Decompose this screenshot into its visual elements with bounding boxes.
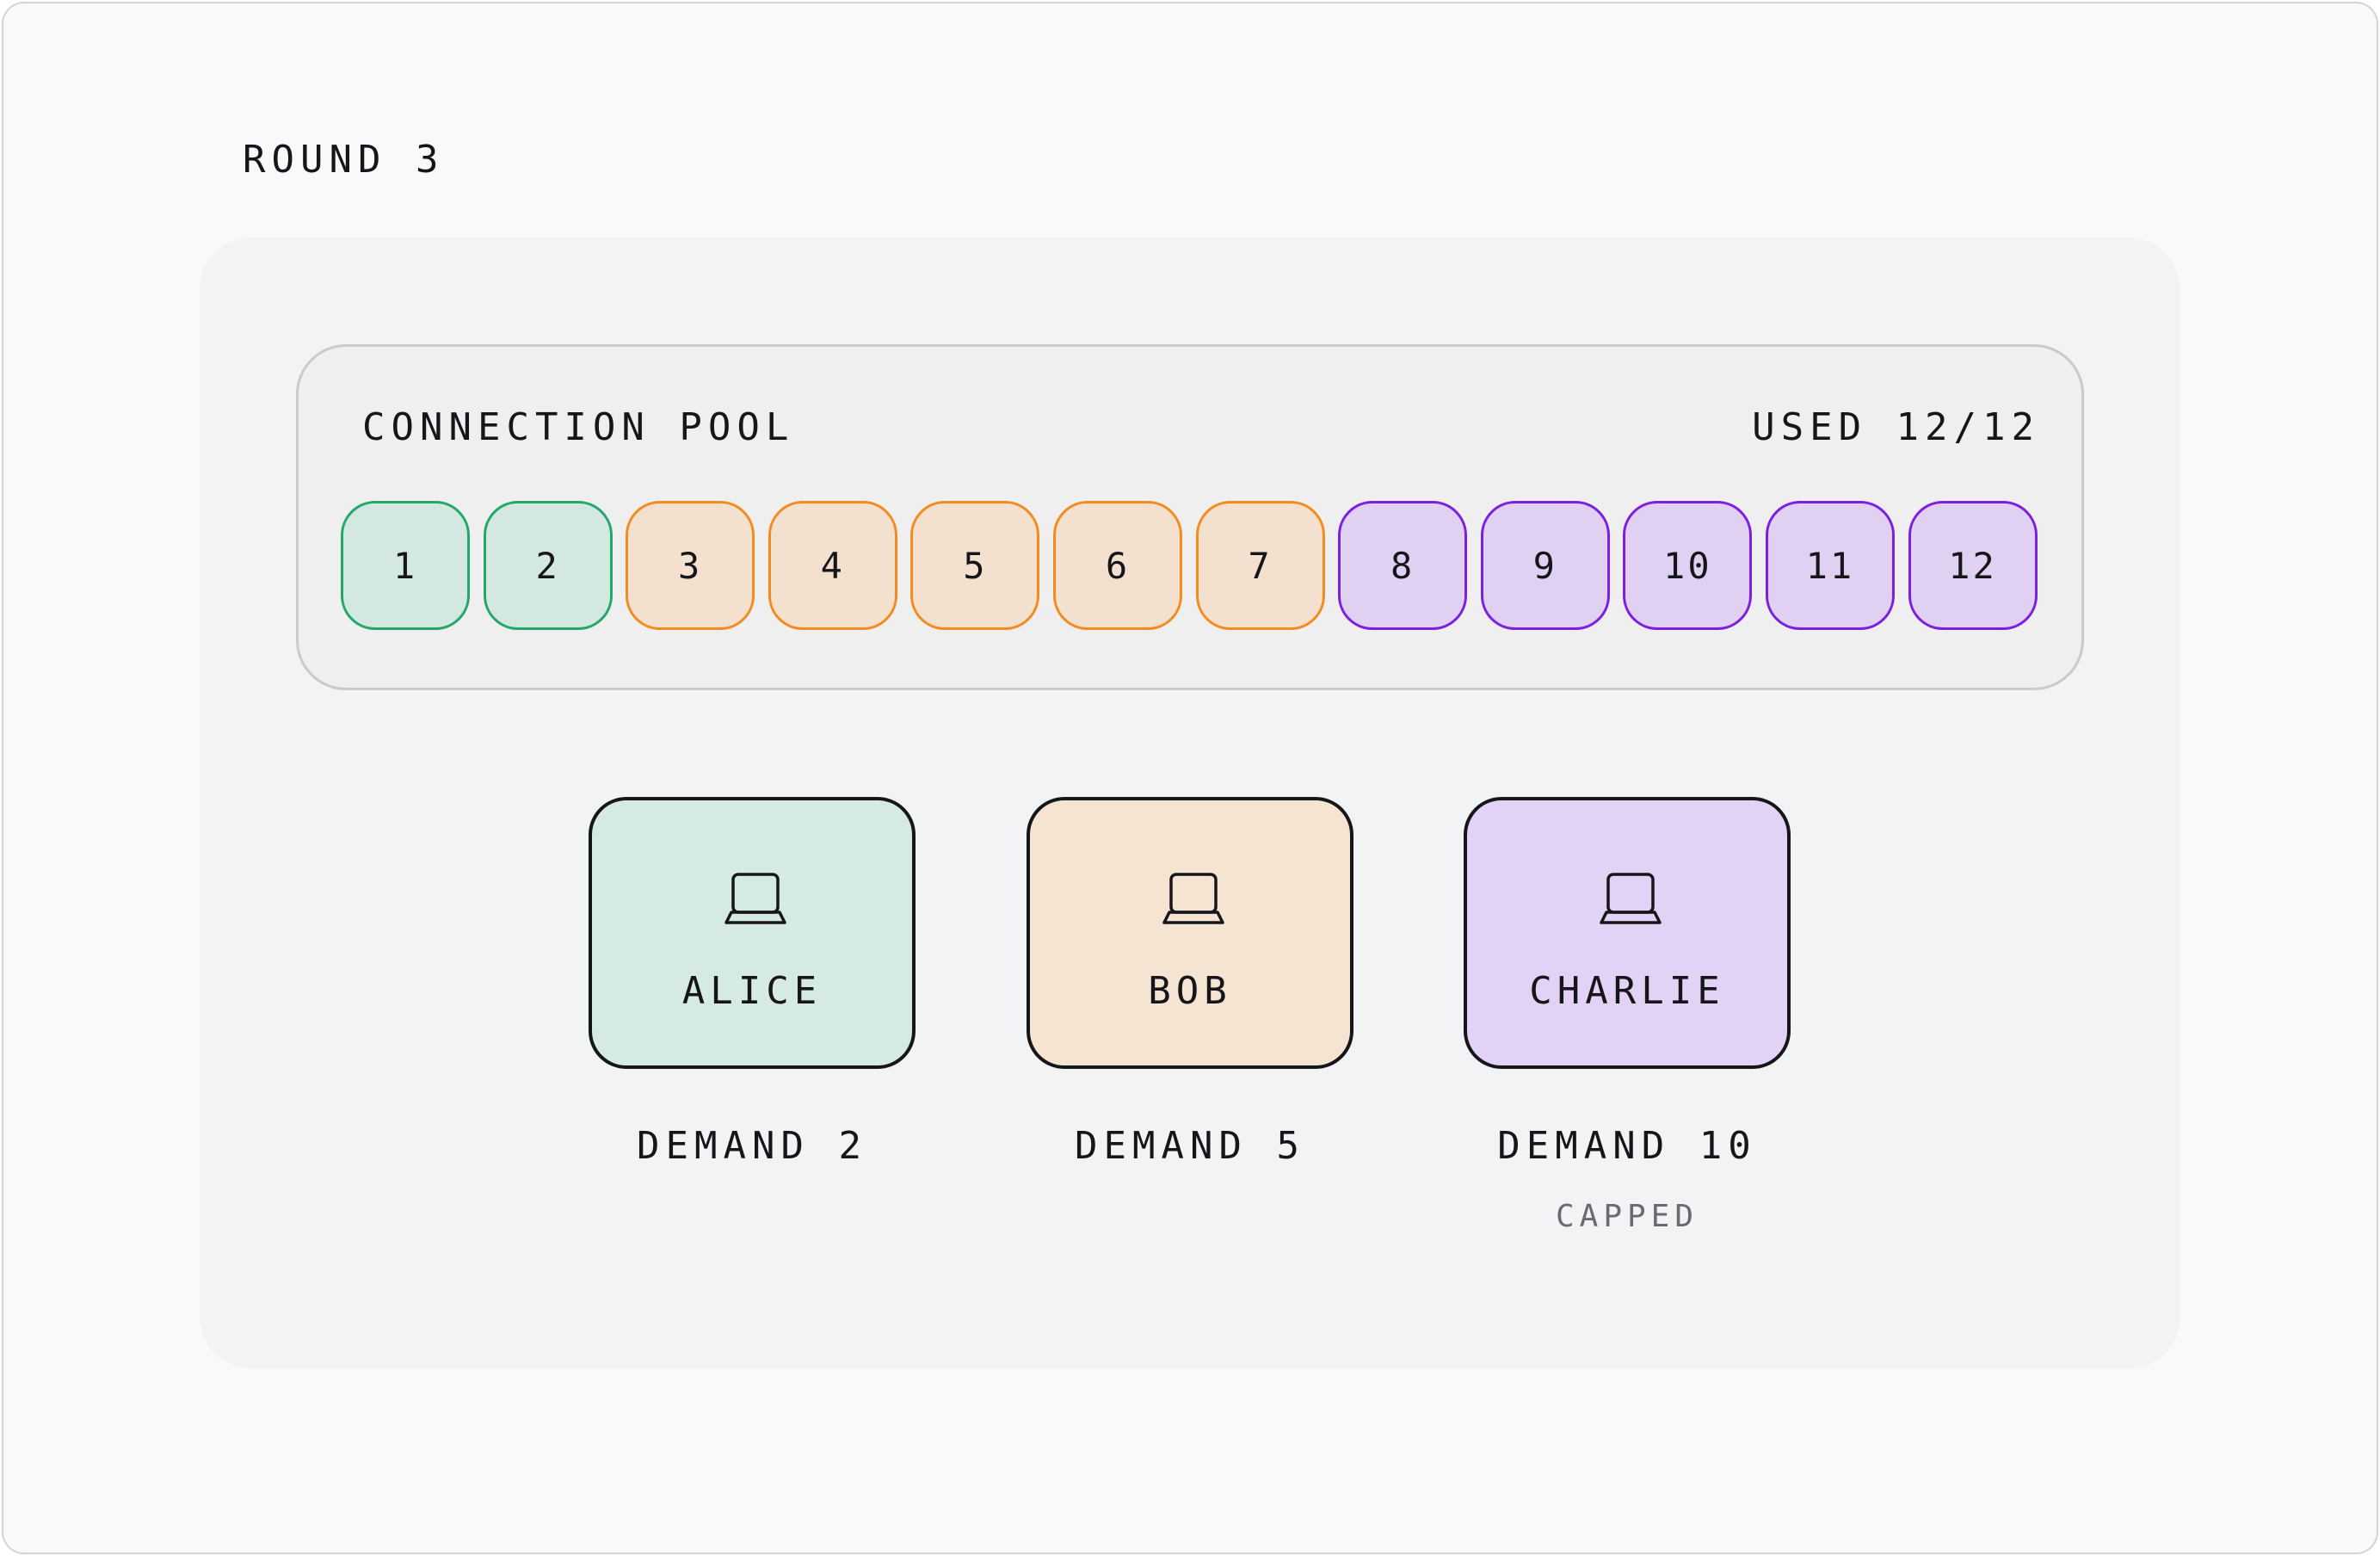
pool-slot: 4 (768, 501, 897, 630)
pool-slot: 3 (626, 501, 755, 630)
pool-slot: 12 (1908, 501, 2038, 630)
client-card-bob: BOB (1027, 797, 1353, 1069)
pool-slot: 10 (1623, 501, 1753, 630)
connection-pool: CONNECTION POOL USED 12/12 1 2 3 4 5 6 7… (296, 344, 2084, 690)
pool-label: CONNECTION POOL (362, 405, 795, 449)
pool-slot: 6 (1052, 501, 1182, 630)
client-demand-bob: DEMAND 5 (1075, 1124, 1305, 1168)
pool-used-count: USED 12/12 (1752, 405, 2040, 449)
client-card-alice: ALICE (589, 797, 916, 1069)
capped-label: CAPPED (1555, 1199, 1699, 1234)
laptop-icon (1600, 873, 1662, 924)
round-title: ROUND 3 (243, 138, 445, 182)
client-card-charlie: CHARLIE (1464, 797, 1791, 1069)
client-name: ALICE (681, 969, 823, 1013)
pool-slot: 2 (483, 501, 613, 630)
client-name: CHARLIE (1529, 969, 1725, 1013)
pool-slot: 7 (1195, 501, 1325, 630)
pool-slot: 9 (1480, 501, 1610, 630)
client-name: BOB (1148, 969, 1232, 1013)
client-demand-charlie: DEMAND 10 (1497, 1124, 1757, 1168)
client-demand-alice: DEMAND 2 (637, 1124, 867, 1168)
laptop-icon (1162, 873, 1224, 924)
pool-slot: 8 (1338, 501, 1468, 630)
pool-slot: 1 (341, 501, 470, 630)
laptop-icon (724, 873, 786, 924)
pool-slots: 1 2 3 4 5 6 7 8 9 10 11 12 (341, 501, 2038, 630)
pool-slot: 5 (910, 501, 1040, 630)
pool-slot: 11 (1765, 501, 1895, 630)
